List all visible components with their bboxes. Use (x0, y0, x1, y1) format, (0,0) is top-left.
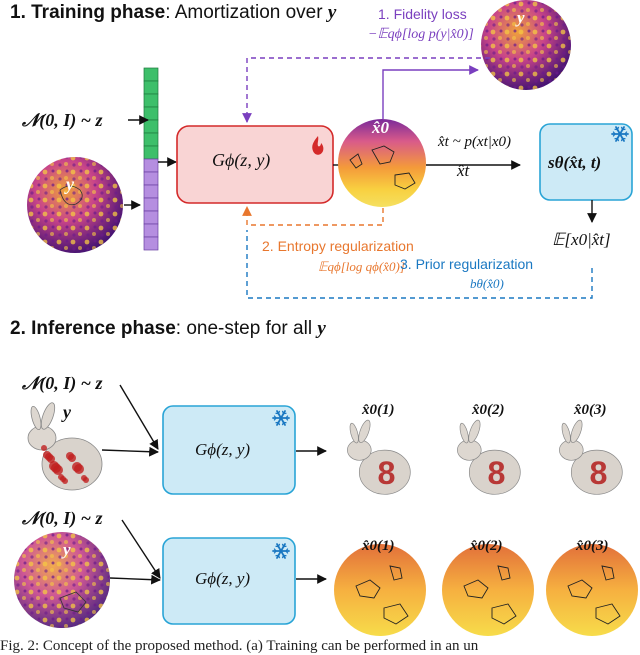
y-to-generator-arrow-earth (110, 578, 160, 580)
token-cell-y (144, 211, 158, 224)
prior-formula: bθ(x̂0) (470, 276, 504, 292)
fidelity-formula: −𝔼qϕ[log p(y|x̂0)] (368, 26, 474, 43)
bunny-sample-label-2: x̂0(2) (472, 402, 505, 419)
x0-label-train: x̂0 (372, 118, 389, 138)
token-cell-y (144, 224, 158, 237)
token-cell-z (144, 68, 158, 81)
expectation-label: 𝔼[x0|x̂t] (552, 230, 611, 250)
phase2-var: y (317, 318, 325, 339)
entropy-arrow (247, 207, 383, 225)
y-to-generator-arrow-bunny (102, 450, 158, 452)
fidelity-arrow-solid (383, 70, 478, 119)
y-label-bunny: y (63, 402, 71, 423)
earth-sample-label-3: x̂0(3) (576, 538, 609, 555)
bunny-sample-2: 8 (457, 419, 520, 495)
y-label-earth: y (63, 540, 71, 560)
earth-sample-1 (334, 544, 426, 636)
phase1-title: 1. Training phase: Amortization over y (10, 2, 336, 24)
bunny-sample-label-1: x̂0(1) (362, 402, 395, 419)
phase2-prefix: 2. Inference phase (10, 318, 176, 339)
figure-caption: Fig. 2: Concept of the proposed method. … (0, 638, 478, 655)
y-label-fidelity: y (517, 8, 525, 28)
token-cell-z (144, 146, 158, 159)
token-cell-y (144, 159, 158, 172)
bunny-sample-1: 8 (347, 419, 410, 495)
noise-prior-label-earth: 𝒩(0, I) ~ z (22, 508, 103, 529)
earth-sample-2 (442, 544, 534, 636)
bunny-sample-3: 8 (559, 419, 622, 495)
z-to-generator-arrow-bunny (120, 385, 158, 449)
score-model-label: sθ(x̂t, t) (548, 153, 601, 173)
fidelity-sphere-y (481, 0, 571, 90)
earth-sample-label-2: x̂0(2) (470, 538, 503, 555)
generator-label-bunny: Gϕ(z, y) (195, 440, 250, 460)
entropy-formula: 𝔼qϕ[log qϕ(x̂0)] (318, 259, 405, 275)
token-cell-y (144, 198, 158, 211)
phase1-var: y (328, 2, 336, 23)
y-label-train: y (66, 174, 74, 195)
forward-process-label: x̂t ~ p(xt|x0) (438, 134, 511, 151)
observation-sphere-y-earth (14, 532, 110, 628)
phase1-prefix: 1. Training phase (10, 2, 165, 23)
earth-sample-label-1: x̂0(1) (362, 538, 395, 555)
phase2-suffix: : one-step for all (176, 318, 318, 339)
svg-text:8: 8 (590, 455, 608, 491)
z-to-generator-arrow-earth (122, 520, 160, 578)
xt-label: x̂t (457, 161, 469, 181)
token-cell-y (144, 237, 158, 250)
latent-token-column (144, 68, 158, 250)
phase1-suffix: : Amortization over (165, 2, 328, 23)
token-cell-z (144, 107, 158, 120)
token-cell-z (144, 133, 158, 146)
svg-text:8: 8 (488, 455, 506, 491)
token-cell-z (144, 81, 158, 94)
earth-sample-3 (546, 544, 638, 636)
bunny-sample-label-3: x̂0(3) (574, 402, 607, 419)
noise-prior-label-bunny: 𝒩(0, I) ~ z (22, 373, 103, 394)
prior-title: 3. Prior regularization (400, 256, 533, 272)
fidelity-arrow-dashed (247, 58, 490, 122)
entropy-title: 2. Entropy regularization (262, 238, 414, 254)
token-cell-z (144, 120, 158, 133)
phase2-title: 2. Inference phase: one-step for all y (10, 318, 326, 340)
svg-text:8: 8 (378, 455, 396, 491)
noise-prior-label: 𝒩(0, I) ~ z (22, 110, 103, 131)
token-cell-y (144, 172, 158, 185)
token-cell-y (144, 185, 158, 198)
fidelity-title: 1. Fidelity loss (378, 6, 467, 22)
observation-sphere-y (27, 157, 123, 253)
generator-label-earth: Gϕ(z, y) (195, 569, 250, 589)
token-cell-z (144, 94, 158, 107)
generator-label-train: Gϕ(z, y) (212, 150, 270, 171)
